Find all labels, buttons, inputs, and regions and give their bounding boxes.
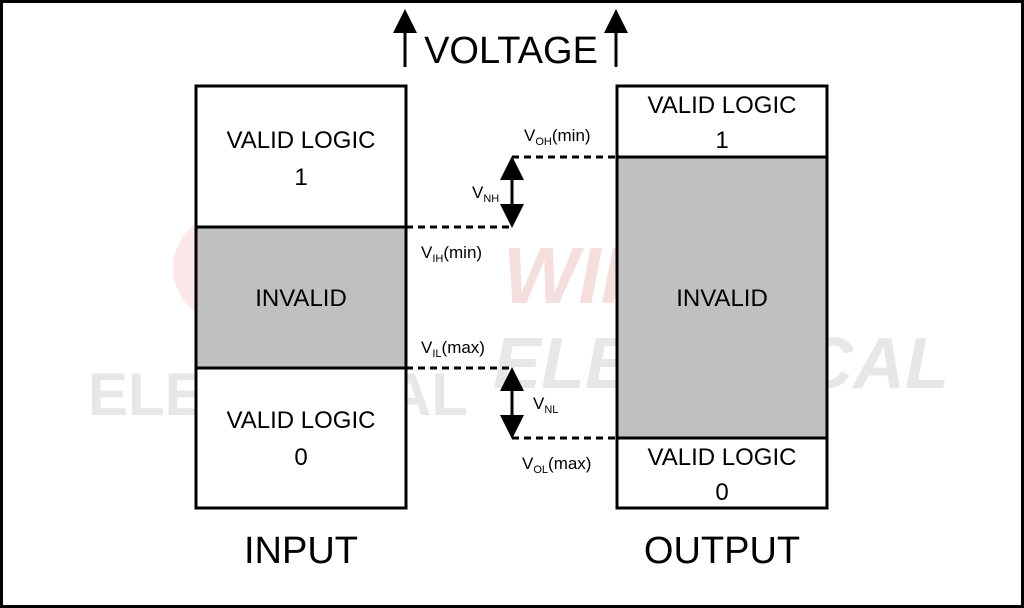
voltage-label: VOLTAGE: [424, 30, 598, 72]
output-valid-low-block: [615, 436, 829, 510]
vih-label-sub: IH: [432, 253, 443, 265]
voh-label-sub: OH: [535, 136, 552, 148]
input-column: VALID LOGIC 1 INVALID VALID LOGIC 0 INPU…: [194, 84, 408, 572]
vil-label: VIL(max): [421, 338, 485, 360]
level-lines: [406, 155, 617, 440]
logic-levels-diagram: WIRA ELECTRICAL ELECTRICAL VOLTAGE VALID…: [88, 9, 949, 572]
output-invalid-label: INVALID: [676, 285, 768, 312]
output-valid-high-block: [615, 84, 829, 159]
vol-label-sub: OL: [533, 464, 548, 476]
input-invalid-block: [194, 225, 408, 370]
vnl-label-sub: NL: [544, 404, 558, 416]
vnh-label-sub: NH: [483, 193, 499, 205]
input-valid-high-value: 1: [294, 164, 307, 191]
input-invalid-label: INVALID: [255, 285, 347, 312]
voh-label: VOH(min): [524, 126, 591, 148]
input-valid-high-label: VALID LOGIC: [227, 127, 376, 154]
vih-label: VIH(min): [421, 243, 482, 265]
input-valid-low-block: [194, 366, 408, 510]
voltage-title: VOLTAGE: [393, 9, 628, 72]
output-caption: OUTPUT: [644, 530, 800, 572]
input-valid-low-label: VALID LOGIC: [227, 407, 376, 434]
output-valid-low-label: VALID LOGIC: [648, 444, 797, 471]
input-valid-high-block: [194, 84, 408, 229]
vil-label-sub: IL: [432, 348, 441, 360]
vnh-label: VNH: [472, 183, 499, 205]
output-valid-high-label: VALID LOGIC: [648, 92, 797, 119]
vol-label: VOL(max): [522, 454, 591, 476]
input-valid-low-value: 0: [294, 444, 307, 471]
output-column: VALID LOGIC 1 INVALID VALID LOGIC 0 OUTP…: [615, 84, 829, 572]
output-valid-high-value: 1: [715, 127, 728, 154]
output-invalid-block: [615, 155, 829, 440]
output-valid-low-value: 0: [715, 479, 728, 506]
vnl-label: VNL: [533, 394, 558, 416]
input-caption: INPUT: [244, 530, 358, 572]
